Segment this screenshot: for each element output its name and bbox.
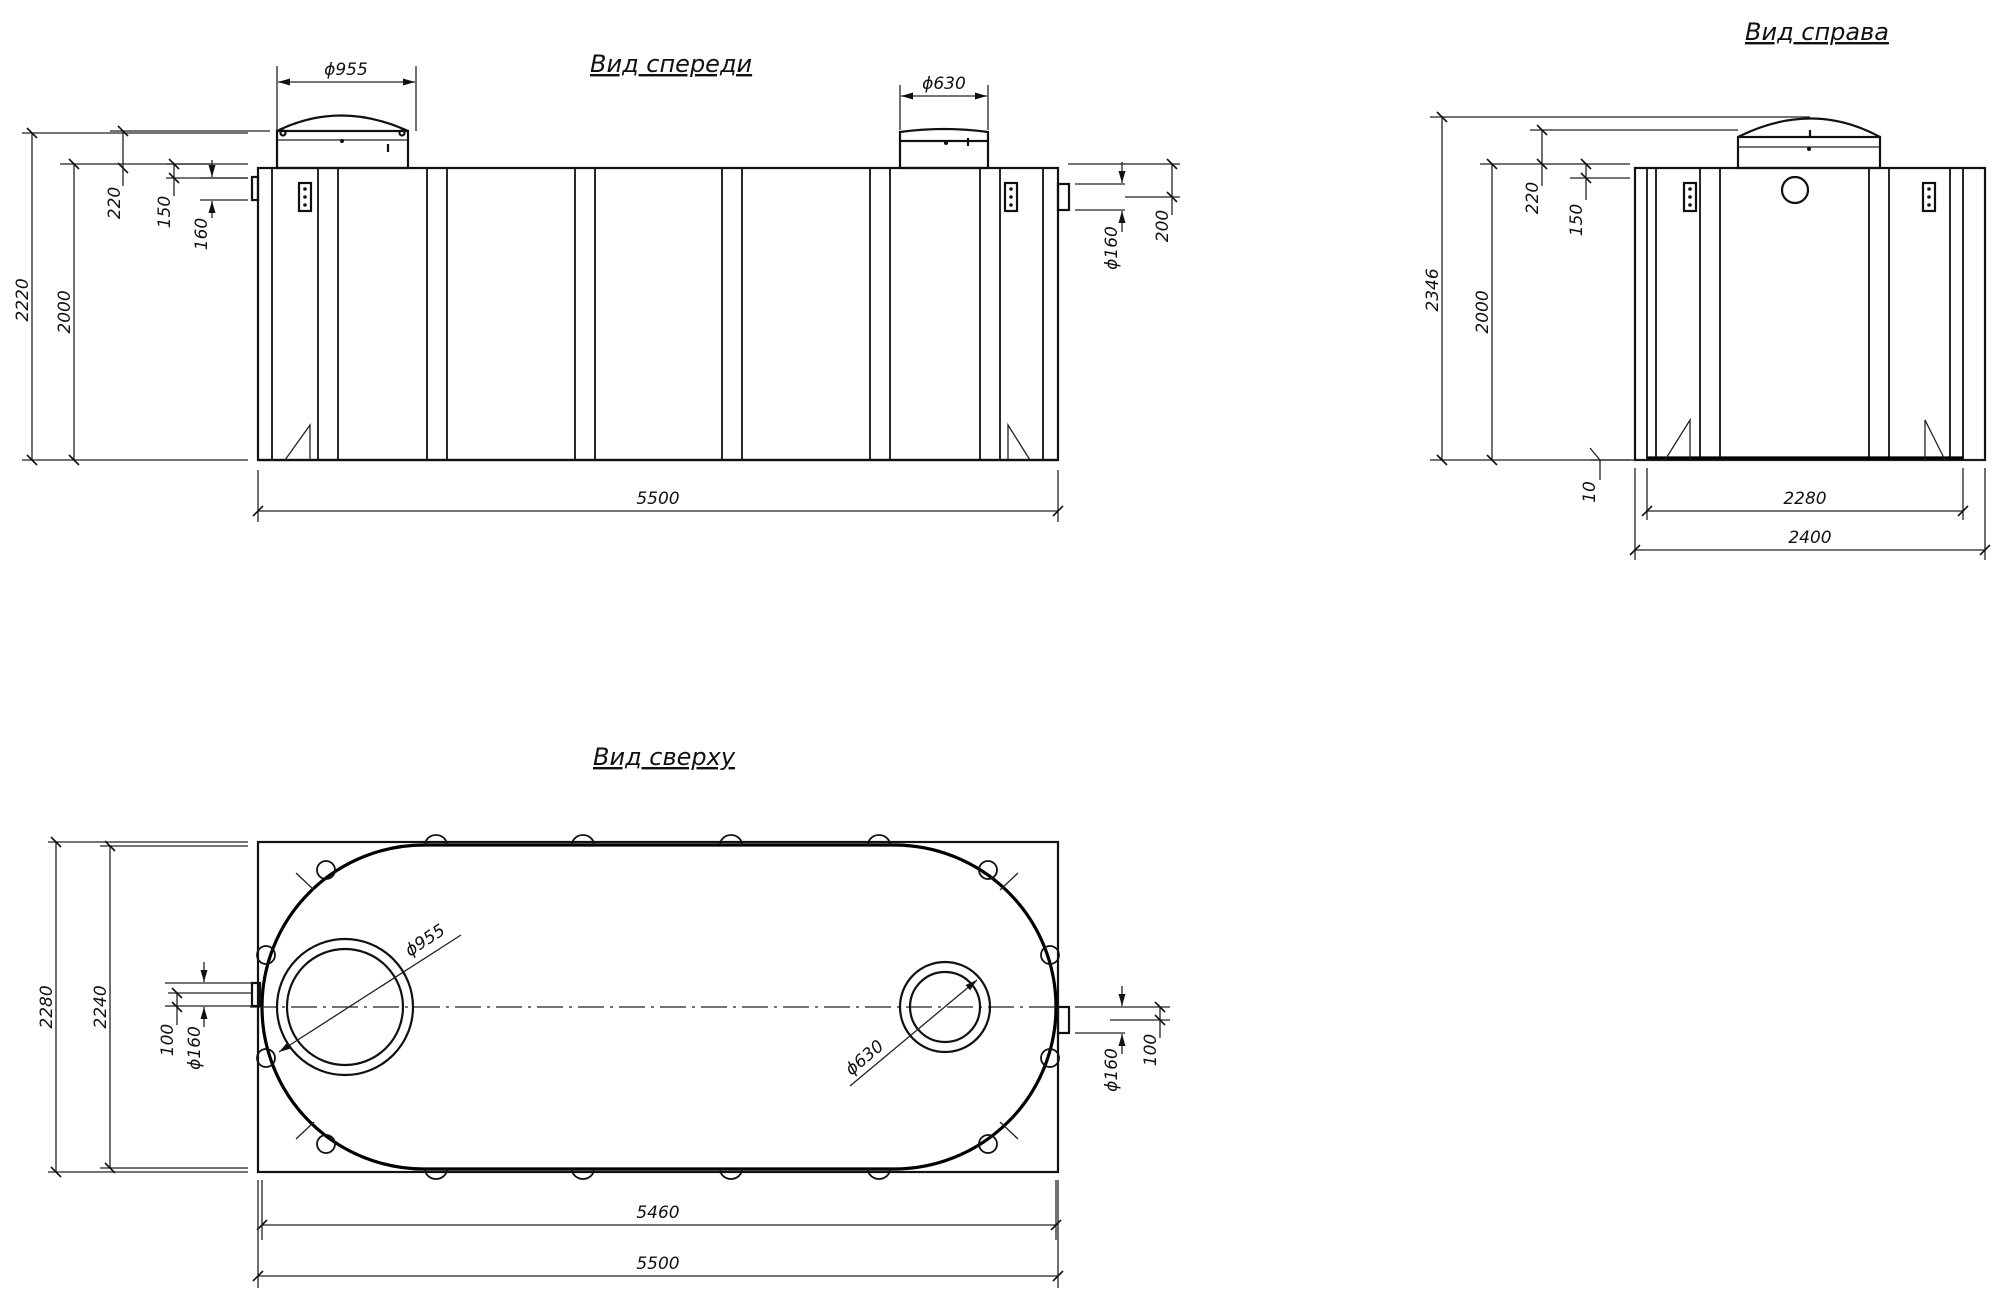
right-view-title: Вид справа [1745,18,1889,46]
right-lug-right [1921,181,1937,213]
right-ribs [1646,168,1964,460]
top-neck-large-inner [285,947,405,1067]
top-dim-inner-length: 5460 [636,1203,679,1223]
front-outlet-pipe [1056,182,1071,212]
front-lug-left [297,181,313,213]
top-dim-inlet-offset: 100 [158,1024,178,1056]
right-dim-inner-width: 2280 [1783,489,1826,509]
right-neck [1736,117,1882,170]
front-tank-body [256,166,1060,462]
front-dim-outlet-offset: 200 [1153,210,1173,242]
top-view: Вид сверху [37,743,1170,1288]
right-dim-inlet-offset: 150 [1567,204,1587,236]
right-dim-outer-width: 2400 [1788,528,1831,548]
top-dim-inner-width: 2240 [91,985,111,1028]
front-dim-length: 5500 [636,489,679,509]
front-dim-neck-height: 220 [105,187,125,219]
right-view: Вид справа 2 [1423,18,1991,560]
top-neck-large-outer [275,937,415,1077]
top-outlet-pipe [1056,1005,1071,1035]
front-dim-neck-small: ϕ630 [922,74,966,94]
top-ribs [256,834,1060,1180]
front-ribs [271,168,1044,460]
front-lug-right [1003,181,1019,213]
front-view: Вид спереди [13,50,1180,522]
front-dim-body-height: 2000 [55,290,75,333]
right-dim-total-height: 2346 [1423,268,1443,311]
front-dim-inlet-offset: 150 [155,196,175,228]
top-dim-outlet-diameter: ϕ160 [1102,1048,1122,1092]
front-view-title: Вид спереди [590,50,752,78]
top-neck-small-outer [898,960,992,1054]
front-dim-neck-large: ϕ955 [324,60,368,80]
top-view-title: Вид сверху [593,743,736,771]
top-dim-inlet-diameter: ϕ160 [185,1026,205,1070]
right-inlet-hole [1780,175,1810,205]
right-lug-left [1682,181,1698,213]
top-inlet-pipe [250,981,262,1008]
top-dim-outer-width: 2280 [37,985,57,1028]
top-neck-small-inner [908,970,982,1044]
front-dim-total-height: 2220 [13,278,33,321]
right-dim-neck-height: 220 [1523,182,1543,214]
top-dim-outlet-offset: 100 [1141,1034,1161,1066]
top-dim-outer-length: 5500 [636,1254,679,1274]
front-dim-outlet-diameter: ϕ160 [1102,226,1122,270]
front-inlet-pipe [250,175,260,202]
right-dim-base-gap: 10 [1580,481,1600,503]
front-neck-large [275,114,410,170]
right-dim-body-height: 2000 [1473,290,1493,333]
front-dim-inlet-diameter: 160 [192,218,212,250]
top-dim-neck-large: ϕ955 [402,921,450,962]
front-neck-small [898,127,990,170]
